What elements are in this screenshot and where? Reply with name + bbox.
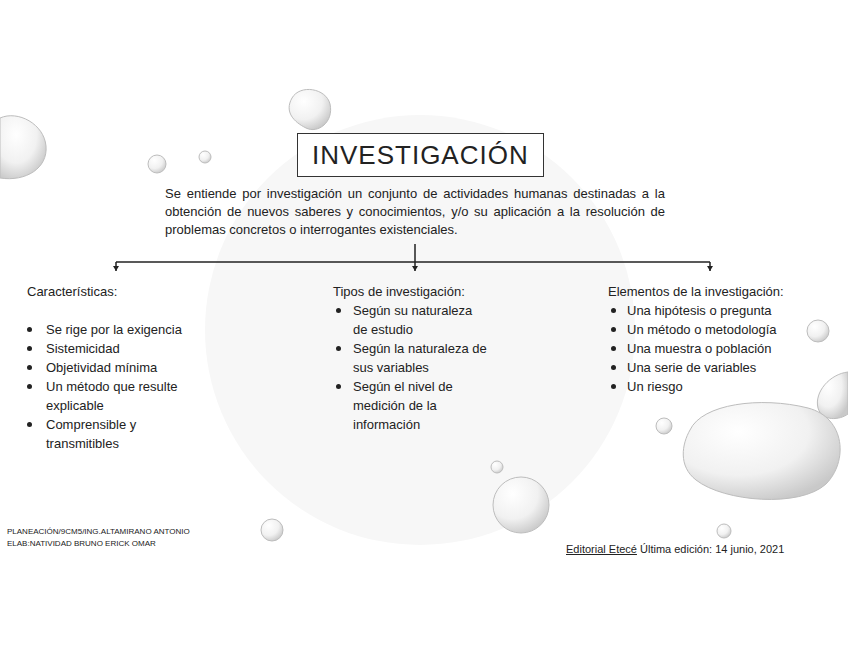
footer-note: ELAB:NATIVIDAD BRUNO ERICK OMAR [7, 538, 156, 549]
column-heading: Tipos de investigación: [333, 282, 465, 301]
bullet-item: Según la naturaleza de sus variables [353, 339, 488, 377]
bullet-item: Objetividad mínima [46, 358, 246, 377]
bullet-item: Un método que resulte explicable [46, 377, 196, 415]
bullet-dot [611, 384, 616, 389]
column-heading: Características: [27, 282, 117, 301]
bullet-item: Se rige por la exigencia [46, 320, 246, 339]
bullet-dot [611, 365, 616, 370]
edition-date: Última edición: 14 junio, 2021 [640, 542, 784, 556]
bullet-dot [27, 422, 32, 427]
bullet-dot [336, 308, 341, 313]
title-box: INVESTIGACIÓN [297, 133, 544, 177]
bullet-dot [27, 346, 32, 351]
column-heading: Elementos de la investigación: [608, 282, 784, 301]
bullet-item: Una serie de variables [627, 358, 817, 377]
bullet-dot [611, 308, 616, 313]
footer-note: PLANEACIÓN/9CM5/ING.ALTAMIRANO ANTONIO [7, 526, 190, 537]
bullet-item: Según el nivel de medición de la informa… [353, 377, 473, 434]
tree-lines [116, 244, 710, 271]
title-text: INVESTIGACIÓN [312, 140, 529, 170]
bullet-dot [27, 384, 32, 389]
bullet-item: Un método o metodología [627, 320, 817, 339]
bullet-dot [611, 327, 616, 332]
publisher-link: Editorial Etecé [566, 542, 637, 556]
bullet-item: Una hipótesis o pregunta [627, 301, 817, 320]
bullet-dot [336, 384, 341, 389]
bullet-item: Comprensible y transmitibles [46, 415, 164, 453]
bullet-dot [27, 327, 32, 332]
soft-circle [205, 115, 635, 545]
bullet-dot [336, 346, 341, 351]
bullet-item: Una muestra o población [627, 339, 817, 358]
bullet-item: Un riesgo [627, 377, 817, 396]
water-drops [0, 89, 848, 541]
bullet-item: Sistemicidad [46, 339, 246, 358]
bullet-dot [27, 365, 32, 370]
definition-text: Se entiende por investigación un conjunt… [165, 185, 665, 239]
bullet-dot [611, 346, 616, 351]
bullet-item: Según su naturaleza de estudio [353, 301, 488, 339]
